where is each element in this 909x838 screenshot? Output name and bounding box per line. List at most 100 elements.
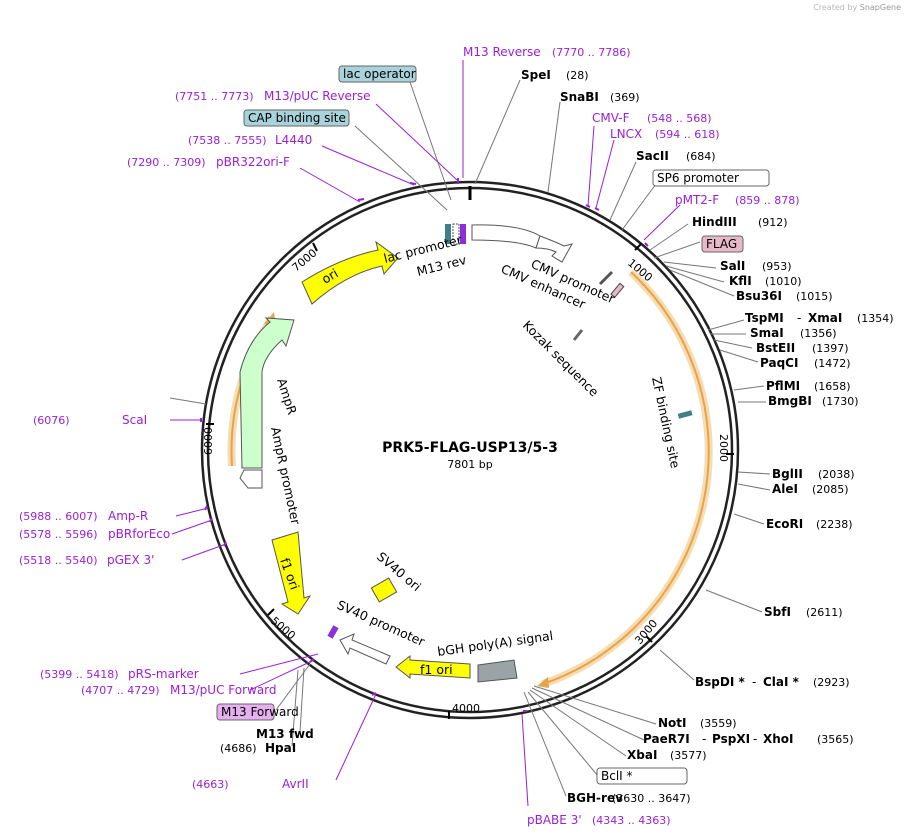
- f1-ori-left-arrow: [271, 531, 312, 615]
- pflmi-pos: (1658): [814, 380, 851, 393]
- usp13-orf-halo: [541, 269, 713, 688]
- m13-forward-pos: (4707 .. 4729): [81, 684, 160, 697]
- smai-pos: (1356): [800, 327, 837, 340]
- bspdi-name: BspDI *: [695, 675, 745, 689]
- l4440-pos: (7538 .. 7555): [188, 134, 267, 147]
- plasmid-backbone: [200, 180, 740, 720]
- amp-r-name: ScaI: [122, 413, 147, 427]
- spei-name: SpeI: [521, 68, 551, 82]
- alei-pos: (2085): [812, 483, 849, 496]
- pflmi-name: PflMI: [766, 379, 800, 393]
- leader-lines: [169, 60, 771, 807]
- bsteii-name: BstEII: [756, 341, 795, 355]
- lncx-pos: (594 .. 618): [655, 128, 720, 141]
- flag-label: FLAG: [706, 237, 737, 251]
- ampr-label: AmpR: [274, 376, 300, 416]
- tick-4000: 4000: [452, 702, 480, 715]
- usp13-orf-arrowhead: [537, 677, 549, 688]
- pspxi-name: PspXI: [712, 732, 750, 746]
- pbabe-3-name: AvrII: [282, 777, 309, 791]
- sali-pos: (953): [762, 260, 792, 273]
- paer7i-pspxi-xhoi-pos: (3565): [817, 733, 854, 746]
- snabi-pos: (369): [610, 91, 640, 104]
- sp6-bottom-box: [596, 767, 688, 785]
- m13puc-forward-pos: (5399 .. 5418): [40, 668, 119, 681]
- amp-r-pos: (6076): [33, 414, 70, 427]
- cap-site-block: [445, 224, 451, 244]
- bmgbi-pos: (1730): [822, 395, 859, 408]
- tick-2000: 2000: [717, 434, 730, 462]
- tick-7000-mark: [312, 242, 318, 252]
- hindiii-pos: (912): [758, 216, 788, 229]
- paqci-pos: (1472): [814, 357, 851, 370]
- pbabe-3-pos: (4663): [192, 778, 229, 791]
- cmv-f-pos: (548 .. 568): [647, 112, 712, 125]
- kozak-marker: [572, 329, 584, 341]
- snabi-name: SnaBI: [560, 90, 599, 104]
- ampr-arrow: [239, 317, 295, 469]
- m13puc-forward-name: pRS-marker: [128, 667, 199, 681]
- bglii-name: BglII: [772, 467, 803, 481]
- zf-binding-site-label: ZF binding site: [649, 376, 683, 470]
- flag-box: [701, 235, 744, 253]
- bgh-rev-name: pBABE 3': [527, 813, 582, 827]
- pbrforeco-pos: (5988 .. 6007): [19, 510, 98, 523]
- tick-6000: 6000: [202, 427, 215, 455]
- bmgbi-name: BmgBI: [768, 394, 812, 408]
- sacii-name: SacII: [636, 149, 669, 163]
- hpai-name: M13 fwd: [256, 727, 314, 741]
- tick-1000-mark: [634, 243, 642, 251]
- xbai-pos: (3577): [670, 749, 707, 762]
- plasmid-name: PRK5-FLAG-USP13/5-3: [382, 440, 558, 456]
- bsu36i-name: Bsu36I: [736, 289, 782, 303]
- bsteii-pos: (1397): [812, 342, 849, 355]
- primer-marks: [200, 182, 649, 712]
- plasmid-length: 7801 bp: [447, 458, 492, 471]
- enzyme-labels: SpeI (28) SnaBI (369) SacII (684) HindII…: [220, 68, 894, 805]
- xmai-name: XmaI: [808, 311, 842, 325]
- ori-label: ori: [319, 265, 341, 286]
- avrii-name: HpaI: [265, 741, 296, 755]
- f1-ori-lower-arrow: [395, 654, 471, 680]
- boxed-labels: lac operator CAP binding site SP6 promot…: [216, 65, 770, 785]
- hindiii-name: HindIII: [692, 215, 737, 229]
- tick-5000-mark: [267, 608, 275, 616]
- paer7i-name: PaeR7I: [643, 732, 690, 746]
- primer-labels: M13 Reverse (7770 .. 7786) (7751 .. 7773…: [19, 45, 800, 827]
- zf-site-marker: [677, 410, 693, 419]
- tick-3000-mark: [645, 635, 653, 643]
- m13rev-block: [460, 224, 466, 244]
- spei-pos: (28): [566, 69, 589, 82]
- sbfi-name: SbfI: [764, 605, 791, 619]
- prs-marker-pos: (5518 .. 5540): [19, 554, 98, 567]
- sv40-promoter-arrow: [339, 633, 391, 665]
- bcli-pos: (3630 .. 3647): [612, 792, 691, 805]
- smai-name: SmaI: [750, 326, 784, 340]
- sp6-top-label: SP6 promoter: [657, 171, 739, 185]
- kozak-label: Kozak sequence: [520, 318, 602, 400]
- sp6-bottom-label: BclI *: [601, 769, 633, 783]
- pbrforeco-name: Amp-R: [108, 509, 148, 523]
- ori-arrow: [301, 240, 399, 305]
- m13-fwd-box: [216, 703, 275, 721]
- noti-pos: (3559): [700, 717, 737, 730]
- bspdi-clai-dash: -: [752, 675, 756, 689]
- l4440-name: L4440: [275, 133, 312, 147]
- ecori-pos: (2238): [816, 518, 853, 531]
- cmv-enhancer-arrow: [471, 224, 541, 249]
- pbr322ori-f-name: pBR322ori-F: [216, 155, 290, 169]
- m13-fwd-label: M13 Forward: [221, 705, 299, 719]
- pgex-3-name: pBRforEco: [108, 527, 170, 541]
- prs-marker-name: pGEX 3': [107, 553, 154, 567]
- bgh-label: bGH poly(A) signal: [436, 628, 554, 659]
- tspmi-dash: -: [797, 311, 801, 325]
- credit-prefix: Created by: [813, 3, 858, 12]
- cmv-promoter-arrow: [535, 235, 573, 263]
- sacii-pos: (684): [686, 150, 716, 163]
- tspmi-xmai-pos: (1354): [857, 312, 894, 325]
- bsu36i-pos: (1015): [796, 290, 833, 303]
- bgh-rev-pos: (4343 .. 4363): [592, 814, 671, 827]
- snapgene-credit: Created by SnapGene: [813, 3, 901, 12]
- avrii-pos: (4686): [220, 742, 257, 755]
- cmv-f-name: CMV-F: [592, 111, 630, 125]
